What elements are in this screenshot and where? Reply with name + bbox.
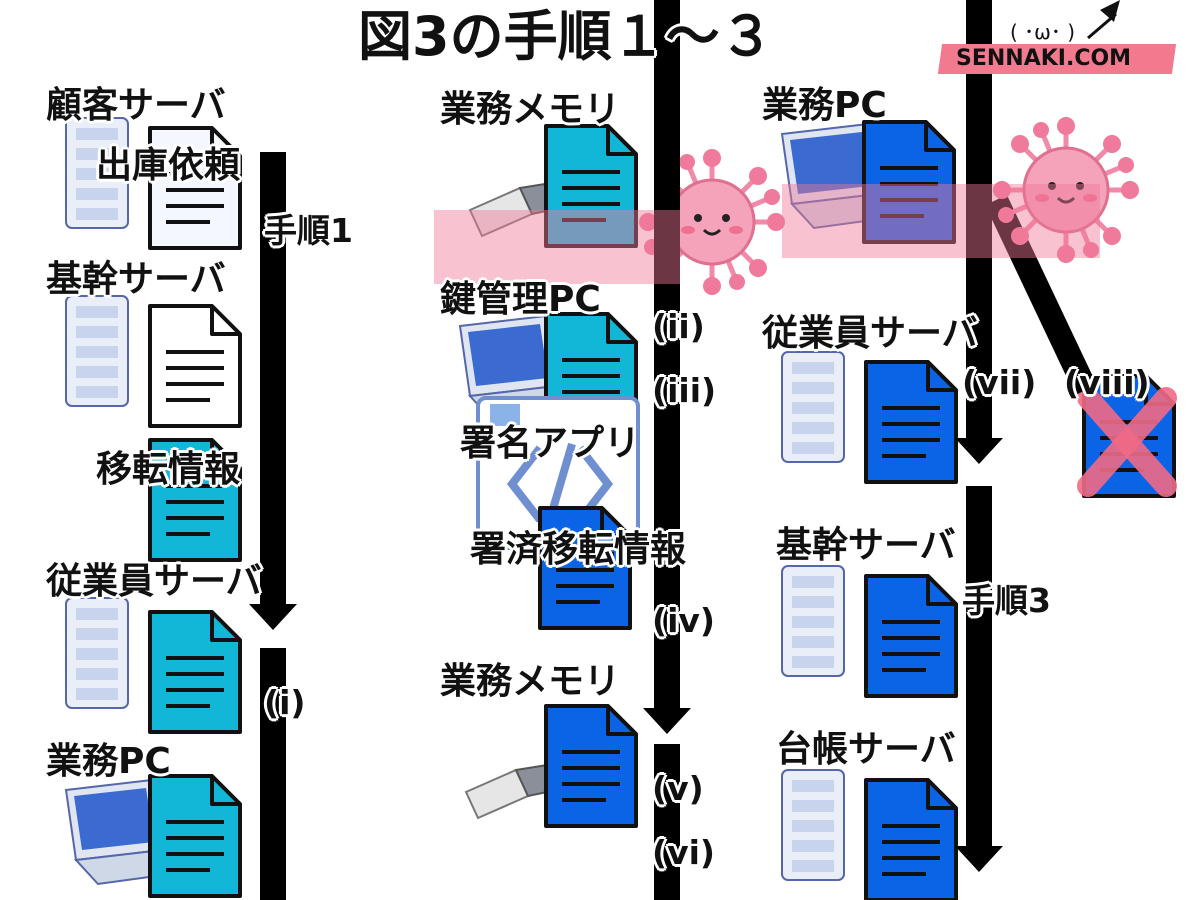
label-customer-server: 顧客サーバ xyxy=(46,85,226,126)
arrow-head xyxy=(955,846,1003,872)
arrow-head xyxy=(955,438,1003,464)
label-key-pc: 鍵管理PC xyxy=(440,279,601,320)
page-title: 図3の手順１～３ xyxy=(358,5,774,68)
server-icon xyxy=(781,565,845,677)
arrow-step-i xyxy=(260,648,286,900)
document-icon xyxy=(148,610,242,734)
label-shipping-request: 出庫依頼 xyxy=(96,145,241,186)
label-signed-info: 署済移転情報 xyxy=(470,529,687,570)
server-icon xyxy=(65,295,129,407)
label-step-ii: (ii) xyxy=(652,307,705,346)
document-icon xyxy=(148,774,242,898)
label-work-pc-col3: 業務PC xyxy=(762,85,887,126)
label-step-vii: (vii) xyxy=(962,363,1037,402)
arrow-step-iv xyxy=(654,470,680,710)
arrow-step-v xyxy=(654,744,680,900)
server-icon xyxy=(781,351,845,463)
label-step3: 手順3 xyxy=(962,581,1051,620)
logo-mark-icon xyxy=(1087,0,1120,40)
highlight-band xyxy=(782,184,1100,258)
arrow-col2-top xyxy=(654,0,680,470)
label-step-vi: (vi) xyxy=(652,833,715,872)
highlight-band xyxy=(434,210,680,284)
label-employee-server-col3: 従業員サーバ xyxy=(762,313,978,354)
label-core-server-col3: 基幹サーバ xyxy=(776,525,956,566)
label-step-i: (i) xyxy=(264,683,306,722)
document-icon xyxy=(864,778,958,900)
label-employee-server: 従業員サーバ xyxy=(46,561,262,602)
arrow-head xyxy=(643,708,691,734)
server-icon xyxy=(65,597,129,709)
label-step-iii: (iii) xyxy=(652,371,717,410)
document-icon xyxy=(864,360,958,484)
cross-icon xyxy=(1077,387,1177,497)
label-work-memory-bottom: 業務メモリ xyxy=(440,661,621,702)
document-icon xyxy=(148,304,242,428)
server-icon xyxy=(781,769,845,881)
logo-text: SENNAKI.COM xyxy=(956,46,1132,71)
label-transfer-info: 移転情報 xyxy=(96,449,241,490)
label-ledger-server: 台帳サーバ xyxy=(776,729,956,770)
logo-face: ( ･ω･ ) xyxy=(1010,20,1076,44)
diagonal-arrow xyxy=(985,194,1097,396)
label-core-server: 基幹サーバ xyxy=(46,259,226,300)
label-step1: 手順1 xyxy=(264,211,353,250)
label-sign-app: 署名アプリ xyxy=(460,423,641,464)
arrow-step3 xyxy=(966,486,992,846)
document-icon xyxy=(544,704,638,828)
arrow-step1 xyxy=(260,152,286,607)
label-step-iv: (iv) xyxy=(652,601,715,640)
label-work-memory-top: 業務メモリ xyxy=(440,89,621,130)
document-icon xyxy=(864,574,958,698)
label-step-v: (v) xyxy=(652,769,704,808)
label-work-pc: 業務PC xyxy=(46,741,171,782)
arrow-head xyxy=(249,604,297,630)
label-step-viii: (viii) xyxy=(1064,363,1150,402)
